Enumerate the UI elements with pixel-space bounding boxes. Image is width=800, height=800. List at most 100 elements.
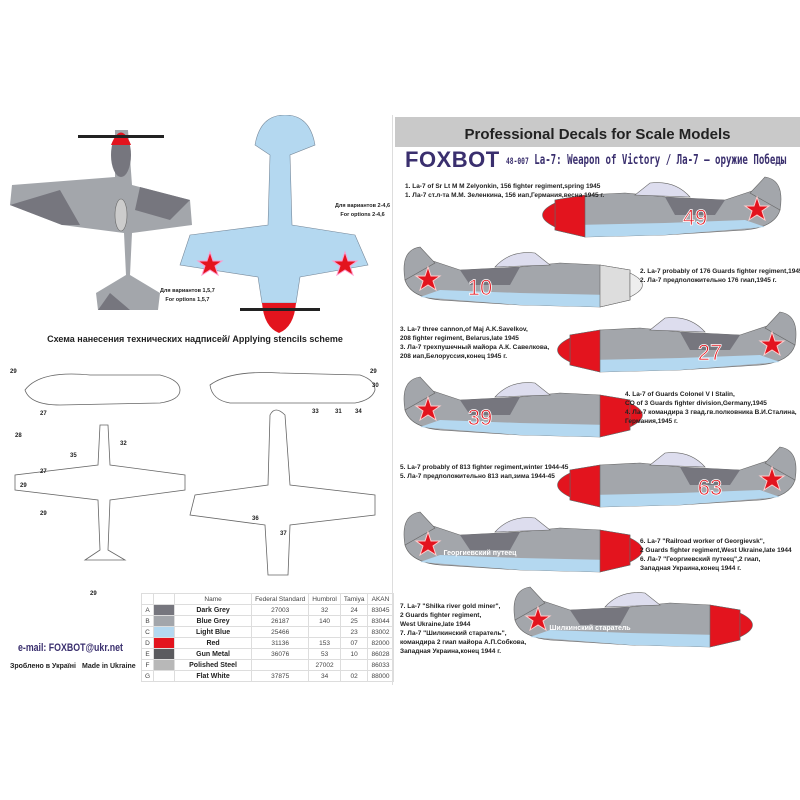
canopy — [494, 517, 551, 533]
cell-letter: A — [140, 604, 155, 616]
cell-humbrol: 32 — [308, 604, 341, 616]
camo-patch — [460, 267, 520, 285]
col-letter — [140, 593, 155, 605]
caption-line: Германия,1945 г. — [625, 418, 678, 425]
color-swatch — [153, 615, 176, 627]
caption-line: 2 Guards fighter regiment, — [400, 612, 482, 619]
cell-fs: 27003 — [251, 604, 310, 616]
table-header-row: Name Federal Standard Humbrol Tamiya AKA… — [140, 593, 394, 605]
caption-line: 2 Guards fighter regiment,West Ukraine,l… — [640, 547, 792, 554]
cell-letter: D — [140, 637, 155, 649]
col-humbrol: Humbrol — [308, 593, 341, 605]
color-swatch — [153, 659, 176, 671]
aircraft-profile — [513, 586, 753, 648]
profile-caption: 7. La-7 "Shilka river gold miner",2 Guar… — [400, 602, 526, 656]
aircraft-profile — [557, 446, 797, 508]
red-star-icon — [758, 465, 786, 492]
stencil-drawings — [14, 372, 376, 576]
stencil-number: 29 — [10, 369, 17, 375]
profile-caption: 6. La-7 "Railroad worker of Georgievsk",… — [640, 537, 792, 573]
stencil-number: 29 — [90, 591, 97, 597]
caption-line: 2. Ла-7 предположительно 176 гиап,1945 г… — [640, 277, 777, 284]
stencil-number: 27 — [40, 411, 47, 417]
col-swatch — [153, 593, 176, 605]
stencil-scheme-title: Схема нанесения технических надписей/ Ap… — [47, 334, 343, 344]
tactical-number: 27 — [698, 340, 722, 365]
cell-fs — [251, 659, 310, 671]
tail-fin — [403, 511, 436, 546]
red-star-icon — [414, 395, 442, 422]
contact-email: e-mail: FOXBOT@ukr.net — [18, 642, 123, 654]
stencil-number: 28 — [15, 433, 22, 439]
stencil-number: 32 — [120, 441, 127, 447]
stencil-number: 33 — [312, 409, 319, 415]
camo-patch — [570, 607, 630, 625]
caption-line: 6. La-7 "Railroad worker of Georgievsk", — [640, 538, 765, 545]
cell-akan: 83045 — [367, 604, 394, 616]
stencil-number: 27 — [40, 469, 47, 475]
aircraft-profile — [403, 511, 643, 573]
color-swatch — [153, 670, 176, 682]
cell-name: Light Blue — [174, 626, 253, 638]
spinner — [557, 337, 571, 363]
stencil-number: 29 — [20, 483, 27, 489]
tail-fin — [749, 176, 782, 211]
lower-camo — [420, 555, 610, 572]
stencil-number: 29 — [40, 511, 47, 517]
caption-line: Западная Украина,конец 1944 г. — [640, 565, 742, 572]
col-akan: AKAN — [367, 593, 394, 605]
color-swatch — [153, 604, 176, 616]
cell-name: Red — [174, 637, 253, 649]
cowling — [599, 529, 631, 573]
canopy — [604, 592, 661, 608]
header-band: Professional Decals for Scale Models — [395, 117, 800, 147]
cowling — [554, 194, 586, 238]
red-star-icon — [743, 195, 771, 222]
cell-name: Flat White — [174, 670, 253, 682]
aircraft-slogan: Георгиевский путеец — [444, 549, 518, 557]
aircraft-profile — [557, 311, 797, 373]
spinner — [739, 612, 753, 638]
tail-fin — [403, 246, 436, 281]
camo-patch — [460, 397, 520, 415]
cell-akan: 83002 — [367, 626, 394, 638]
cell-letter: F — [140, 659, 155, 671]
caption-line: 2. La-7 probably of 176 Guards fighter r… — [640, 268, 800, 275]
cell-fs: 37875 — [251, 670, 310, 682]
canopy — [494, 382, 551, 398]
camo-patch — [460, 532, 520, 550]
made-in-ukraine-en: Made in Ukraine — [82, 663, 136, 670]
cell-fs: 26187 — [251, 615, 310, 627]
cell-letter: G — [140, 670, 155, 682]
profile-caption: 4. La-7 of Guards Colonel V I Stalin,CO … — [625, 390, 797, 426]
col-fs: Federal Standard — [251, 593, 310, 605]
stencil-number: 37 — [280, 531, 287, 537]
options-note-en: For options 2-4,6 — [340, 212, 385, 218]
spinner — [557, 472, 571, 498]
cowling — [569, 329, 601, 373]
cell-tamiya — [339, 659, 369, 671]
tail-fin — [764, 311, 797, 346]
col-tamiya: Tamiya — [339, 593, 369, 605]
options-note-ru: Для вариантов 1,5,7 — [160, 288, 215, 294]
cell-name: Dark Grey — [174, 604, 253, 616]
lower-camo — [530, 630, 720, 647]
tail-fin — [513, 586, 546, 621]
red-star-icon — [524, 605, 552, 632]
tagline: Professional Decals for Scale Models — [464, 126, 731, 143]
caption-line: командира 2 гиап майора А.П.Собкова, — [400, 639, 527, 646]
profile-caption: 2. La-7 probably of 176 Guards fighter r… — [640, 267, 800, 285]
cell-akan: 83044 — [367, 615, 394, 627]
sheet-code: 48-007 — [506, 157, 529, 167]
cell-humbrol: 53 — [308, 648, 341, 660]
spinner — [542, 202, 556, 228]
title-text: La-7: Weapon of Victory / Ла-7 – оружие … — [534, 153, 787, 168]
